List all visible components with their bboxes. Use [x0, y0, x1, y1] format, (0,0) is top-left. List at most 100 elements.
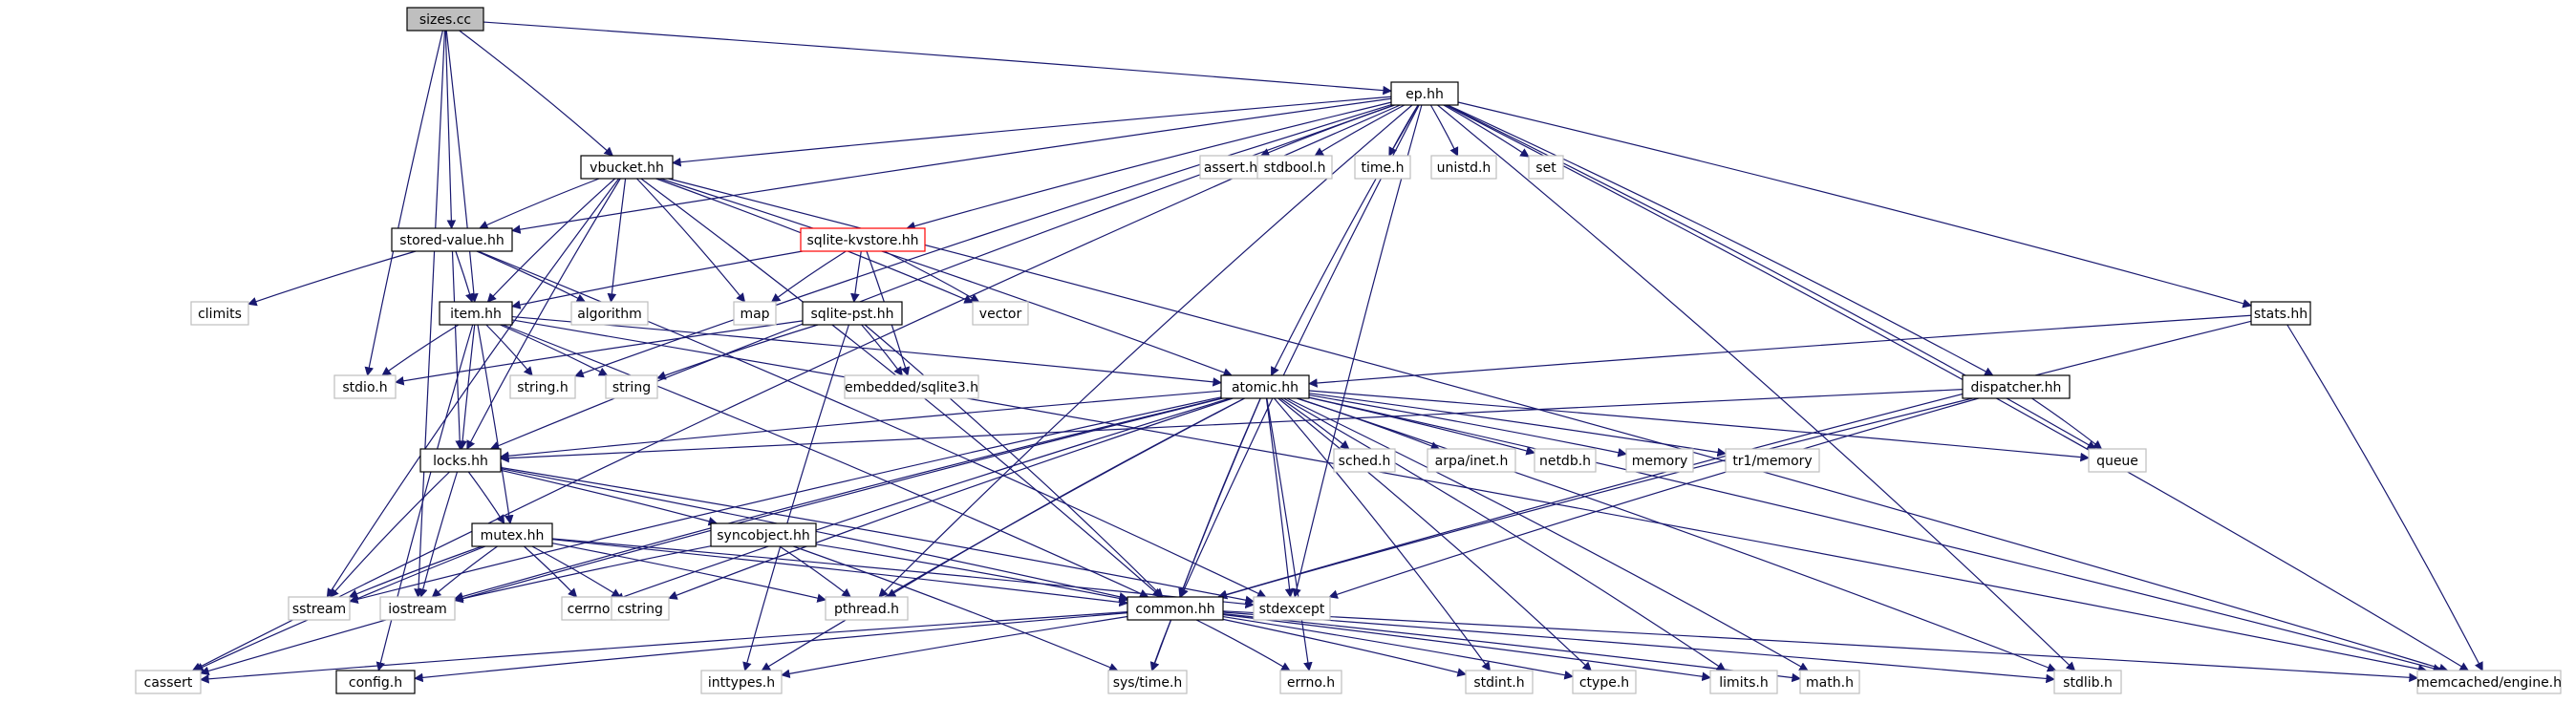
node-atomic[interactable]: atomic.hh — [1220, 374, 1310, 399]
edge-syncobject-to-systime — [793, 545, 1119, 672]
edge-storedvalue-to-algorithm — [476, 250, 587, 303]
node-common[interactable]: common.hh — [1127, 596, 1224, 621]
node-string[interactable]: string — [605, 374, 658, 399]
node-stdint-box — [1465, 670, 1534, 694]
node-limits[interactable]: limits.h — [1709, 670, 1778, 694]
edge-dispatcher-to-locks — [500, 389, 1964, 463]
node-iostream[interactable]: iostream — [379, 596, 456, 621]
node-sqlitekv[interactable]: sqlite-kvstore.hh — [800, 227, 926, 252]
node-pthread-box — [825, 596, 909, 621]
node-storedvalue-label: stored-value.hh — [399, 233, 504, 248]
edge-ep-to-dispatcher — [1447, 104, 1994, 376]
node-climits[interactable]: climits — [190, 301, 249, 326]
node-unistd-label: unistd.h — [1437, 160, 1492, 176]
node-cstring-box — [611, 596, 670, 621]
edge-sqlitepst-to-inttypes — [742, 324, 849, 671]
node-systime[interactable]: sys/time.h — [1107, 670, 1188, 694]
node-errno-label: errno.h — [1287, 675, 1335, 691]
node-stringh[interactable]: string.h — [509, 374, 576, 399]
node-stdio-label: stdio.h — [342, 380, 387, 395]
edge-sqlitepst-to-string — [656, 324, 819, 380]
node-cerrno[interactable]: cerrno — [561, 596, 616, 621]
node-stats[interactable]: stats.hh — [2250, 301, 2311, 326]
node-sched[interactable]: sched.h — [1333, 448, 1396, 473]
edge-vbucket-to-locks — [466, 178, 621, 450]
node-stdlib-label: stdlib.h — [2063, 675, 2113, 691]
node-cassert[interactable]: cassert — [135, 670, 202, 694]
node-sizes[interactable]: sizes.cc — [406, 7, 484, 32]
edge-ep-to-vbucket — [672, 96, 1392, 167]
node-memory[interactable]: memory — [1625, 448, 1694, 473]
node-embsqlite[interactable]: embedded/sqlite3.h — [844, 374, 979, 399]
node-queue[interactable]: queue — [2088, 448, 2147, 473]
edge-ep-to-stdbool — [1314, 104, 1406, 157]
node-stdbool[interactable]: stdbool.h — [1256, 155, 1333, 180]
node-pthread[interactable]: pthread.h — [825, 596, 909, 621]
node-stats-box — [2250, 301, 2311, 326]
node-stdexcept[interactable]: stdexcept — [1253, 596, 1331, 621]
node-netdb-box — [1534, 448, 1597, 473]
node-assert[interactable]: assert.h — [1199, 155, 1262, 180]
edge-common-to-ctype — [1222, 615, 1574, 680]
node-stringh-label: string.h — [517, 380, 569, 395]
node-sizes-label: sizes.cc — [419, 12, 471, 28]
edge-common-to-stdlib — [1222, 611, 2055, 684]
node-assert-box — [1199, 155, 1262, 180]
node-sstream[interactable]: sstream — [288, 596, 351, 621]
node-stdio[interactable]: stdio.h — [333, 374, 397, 399]
node-sqlitepst[interactable]: sqlite-pst.hh — [802, 301, 903, 326]
node-mutex[interactable]: mutex.hh — [471, 522, 553, 547]
node-set[interactable]: set — [1528, 155, 1564, 180]
node-syncobject[interactable]: syncobject.hh — [710, 522, 817, 547]
node-systime-box — [1107, 670, 1188, 694]
node-vector[interactable]: vector — [972, 301, 1029, 326]
node-memcached-box — [2416, 670, 2562, 694]
node-storedvalue[interactable]: stored-value.hh — [391, 227, 513, 252]
edge-locks-to-iostream — [419, 471, 459, 598]
node-stdint[interactable]: stdint.h — [1465, 670, 1534, 694]
node-stdlib[interactable]: stdlib.h — [2053, 670, 2122, 694]
node-cstring[interactable]: cstring — [611, 596, 670, 621]
edge-ep-to-set — [1443, 104, 1530, 158]
node-dispatcher[interactable]: dispatcher.hh — [1962, 374, 2071, 399]
node-climits-label: climits — [198, 307, 242, 322]
node-unistd[interactable]: unistd.h — [1430, 155, 1497, 180]
edge-sizes-to-storedvalue — [444, 30, 457, 229]
node-map-label: map — [740, 307, 769, 322]
edge-item-to-locks — [458, 324, 476, 450]
node-arpa-box — [1427, 448, 1516, 473]
edge-atomic-to-sstream — [349, 396, 1222, 605]
node-time[interactable]: time.h — [1354, 155, 1411, 180]
node-ctype[interactable]: ctype.h — [1572, 670, 1637, 694]
edge-common-to-cassert — [200, 611, 1128, 684]
edge-ep-to-stdlib — [1437, 104, 2076, 671]
node-cassert-label: cassert — [144, 675, 193, 691]
edge-dispatcher-to-queue — [2031, 397, 2103, 450]
node-tr1memory[interactable]: tr1/memory — [1725, 448, 1820, 473]
node-errno[interactable]: errno.h — [1279, 670, 1342, 694]
node-item[interactable]: item.hh — [439, 301, 513, 326]
node-memory-label: memory — [1632, 454, 1688, 469]
node-memcached[interactable]: memcached/engine.h — [2416, 670, 2562, 694]
node-config[interactable]: config.h — [335, 670, 416, 694]
node-ep[interactable]: ep.hh — [1390, 81, 1459, 106]
node-tr1memory-label: tr1/memory — [1732, 454, 1812, 469]
edge-storedvalue-to-item — [455, 250, 475, 303]
node-map[interactable]: map — [733, 301, 777, 326]
node-memcached-label: memcached/engine.h — [2416, 675, 2562, 691]
node-arpa[interactable]: arpa/inet.h — [1427, 448, 1516, 473]
node-inttypes[interactable]: inttypes.h — [700, 670, 783, 694]
edge-locks-to-sstream — [329, 471, 450, 598]
node-vbucket[interactable]: vbucket.hh — [580, 155, 674, 180]
node-math[interactable]: math.h — [1799, 670, 1860, 694]
edge-mutex-to-pthread — [551, 543, 826, 603]
node-algorithm[interactable]: algorithm — [570, 301, 649, 326]
edge-atomic-to-inttypes — [761, 397, 1245, 671]
node-netdb[interactable]: netdb.h — [1534, 448, 1597, 473]
node-locks[interactable]: locks.hh — [419, 448, 502, 473]
edge-atomic-to-locks — [500, 390, 1222, 461]
node-inttypes-label: inttypes.h — [708, 675, 775, 691]
edge-mutex-to-cstring — [531, 545, 621, 598]
node-netdb-label: netdb.h — [1539, 454, 1591, 469]
